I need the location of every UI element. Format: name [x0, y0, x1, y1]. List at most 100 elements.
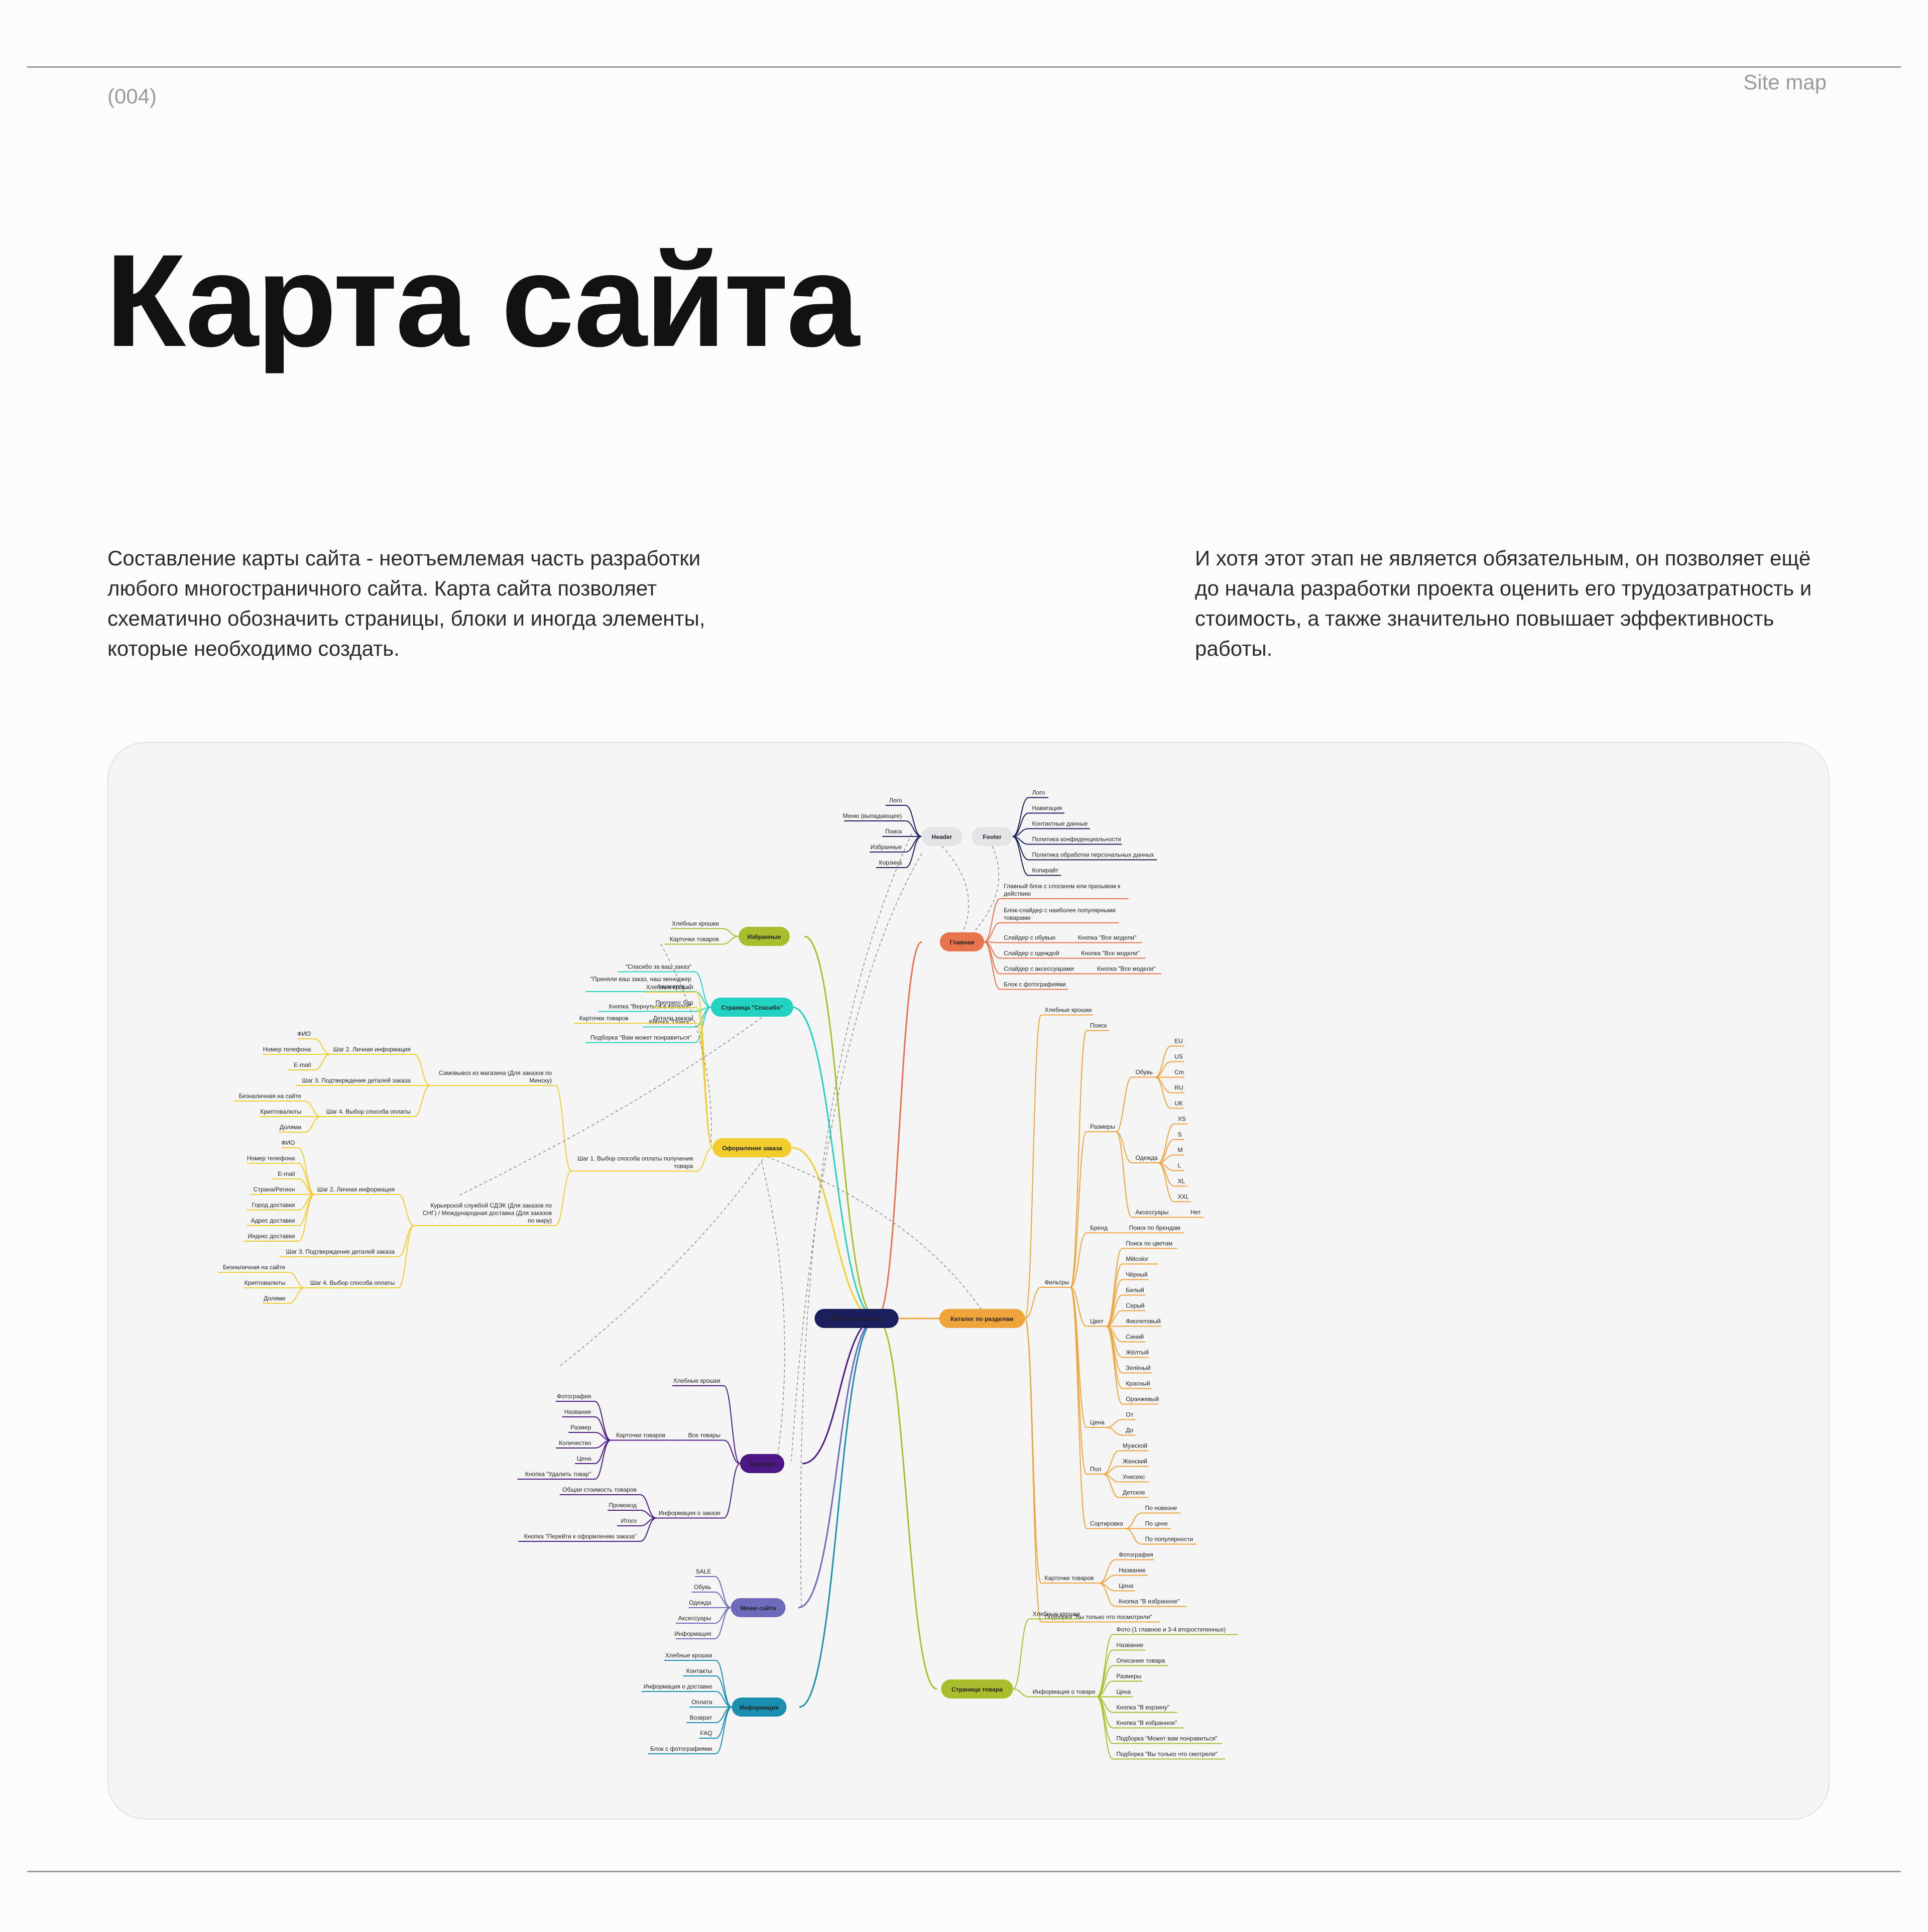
connector-line	[984, 941, 1001, 990]
map-leaf-text: Хлебные крошки	[672, 920, 719, 927]
connector-line	[984, 922, 1001, 942]
map-leaf: Сортировка	[1086, 1520, 1126, 1529]
connector-line	[876, 1317, 937, 1690]
node-pill	[939, 1309, 1025, 1328]
map-leaf: Cm	[1171, 1069, 1185, 1078]
node-label: MSN sneakerstore	[830, 1315, 883, 1322]
map-leaf: Карточки товаров	[611, 1432, 669, 1441]
map-leaf-text: Оранжевый	[1126, 1396, 1159, 1403]
map-leaf: Кнопка "Поиск"	[643, 1019, 695, 1028]
map-leaf: Карточки товаров	[573, 1015, 632, 1024]
map-leaf-text: Название	[1119, 1567, 1146, 1574]
dashed-link	[972, 846, 1000, 934]
connector-line	[1158, 1162, 1175, 1202]
map-leaf-text: SALE	[696, 1568, 711, 1575]
connector-line	[724, 1439, 741, 1464]
map-leaf: До	[1122, 1427, 1136, 1436]
map-leaf: Поиск по цветам	[1122, 1240, 1177, 1249]
map-leaf-text: Информация о товаре	[1033, 1688, 1096, 1696]
map-leaf-text: по миру)	[528, 1217, 552, 1224]
map-leaf-text: Cm	[1174, 1069, 1184, 1076]
map-leaf-text: Криптовалюты	[260, 1108, 301, 1115]
map-leaf: Шаг 3. Подтверждение деталей заказа	[279, 1248, 398, 1257]
map-leaf-text: Прогресс бар	[655, 999, 693, 1006]
map-leaf: Фото (1 главное и 3-4 второстепенных)	[1113, 1626, 1238, 1635]
connector-line	[1070, 1287, 1087, 1327]
map-leaf: XXL	[1174, 1193, 1191, 1202]
dashed-link	[560, 1154, 767, 1366]
section-label: Site map	[1743, 70, 1827, 94]
map-leaf-text: Размер	[570, 1424, 591, 1431]
connector-line	[1155, 1076, 1171, 1094]
connector-line	[594, 1439, 611, 1480]
map-leaf-text: Поиск	[885, 828, 902, 835]
connector-line	[799, 1317, 877, 1708]
map-leaf-text: FAQ	[700, 1730, 712, 1737]
map-leaf-text: Цена	[1119, 1583, 1133, 1590]
connector-line	[876, 941, 922, 1319]
node-pill	[814, 1309, 899, 1328]
dashed-link	[761, 1159, 785, 1467]
map-leaf-text: товара	[674, 1163, 693, 1170]
map-leaf-text: Информация о заказе	[659, 1510, 720, 1517]
node-pill	[710, 998, 794, 1017]
map-leaf: Навигация	[1028, 805, 1064, 814]
map-leaf: Номер телефона	[263, 1046, 315, 1055]
map-leaf: Цена	[575, 1455, 595, 1464]
node-pill	[941, 1679, 1013, 1699]
map-leaf-text: Слайдер с обувью	[1004, 934, 1055, 941]
connector-line	[289, 1272, 305, 1288]
map-leaf-text: До	[1126, 1427, 1133, 1434]
footer-node: Footer	[972, 827, 1013, 846]
map-leaf: Зелёный	[1122, 1365, 1152, 1374]
map-leaf: Кнопка "Все модели"	[1074, 934, 1142, 943]
node-label: Header	[932, 833, 952, 840]
map-leaf: Итого	[617, 1517, 641, 1526]
map-leaf-text: Серый	[1126, 1302, 1144, 1309]
connector-line	[1070, 1232, 1087, 1288]
map-leaf-text: ФИО	[281, 1139, 295, 1146]
map-leaf: ФИО	[297, 1030, 315, 1039]
connector-line	[722, 928, 739, 937]
map-leaf: Аксессуары	[1132, 1209, 1171, 1218]
map-leaf: Название	[1113, 1642, 1146, 1651]
map-leaf-text: Аксессуары	[1135, 1209, 1168, 1216]
map-leaf-text: Контактные данные	[1032, 820, 1088, 827]
map-leaf-text: Политика обработки персональных данных	[1032, 852, 1154, 859]
map-leaf-text: Чёрный	[1126, 1271, 1147, 1278]
connector-line	[555, 1170, 572, 1226]
map-leaf-text: Карточки товаров	[1044, 1575, 1094, 1582]
map-leaf: Оплата	[689, 1699, 716, 1708]
map-leaf-text: Miltcolor	[1126, 1256, 1148, 1263]
dashed-link	[459, 1014, 767, 1195]
map-leaf: Меню (выпадающее)	[843, 812, 906, 821]
map-leaf-text: Фото (1 главное и 3-4 второстепенных)	[1117, 1626, 1226, 1633]
map-leaf: Одежда	[1132, 1154, 1158, 1163]
map-leaf: Шаг 2. Личная информация	[314, 1186, 398, 1195]
connector-line	[1158, 1123, 1175, 1163]
connector-line	[414, 1085, 431, 1117]
node-pill	[738, 927, 790, 946]
map-leaf: Хлебные крошки	[672, 1377, 724, 1386]
map-leaf-text: Название	[1117, 1642, 1144, 1649]
node-label: Меню сайта	[741, 1605, 776, 1612]
map-leaf-text: Подборка "Может вам понравиться"	[1117, 1735, 1218, 1742]
map-leaf: Размеры	[1086, 1123, 1116, 1132]
map-leaf: Бренд	[1086, 1225, 1110, 1234]
map-leaf-text: Кнопка "Поиск"	[649, 1019, 691, 1026]
map-leaf-text: Обувь	[1135, 1069, 1153, 1076]
map-leaf-text: Кнопка "В корзину"	[1117, 1704, 1170, 1711]
map-leaf-text: Главный блок с слоганом или призывом к	[1004, 883, 1121, 890]
map-leaf: Шаг 1. Выбор способа оплаты получениятов…	[571, 1155, 697, 1172]
map-leaf-text: Долями	[280, 1124, 301, 1131]
connector-line	[792, 1147, 877, 1319]
map-leaf-text: Безналичная на сайте	[239, 1093, 302, 1100]
map-leaf: S	[1174, 1131, 1185, 1140]
connector-line	[1106, 1419, 1123, 1428]
node-label: Оформление заказа	[722, 1145, 782, 1152]
dashed-link	[791, 853, 922, 1462]
map-leaf-text: Унисекс	[1123, 1474, 1145, 1481]
map-leaf: M	[1174, 1147, 1185, 1156]
map-leaf: Унисекс	[1119, 1474, 1149, 1483]
